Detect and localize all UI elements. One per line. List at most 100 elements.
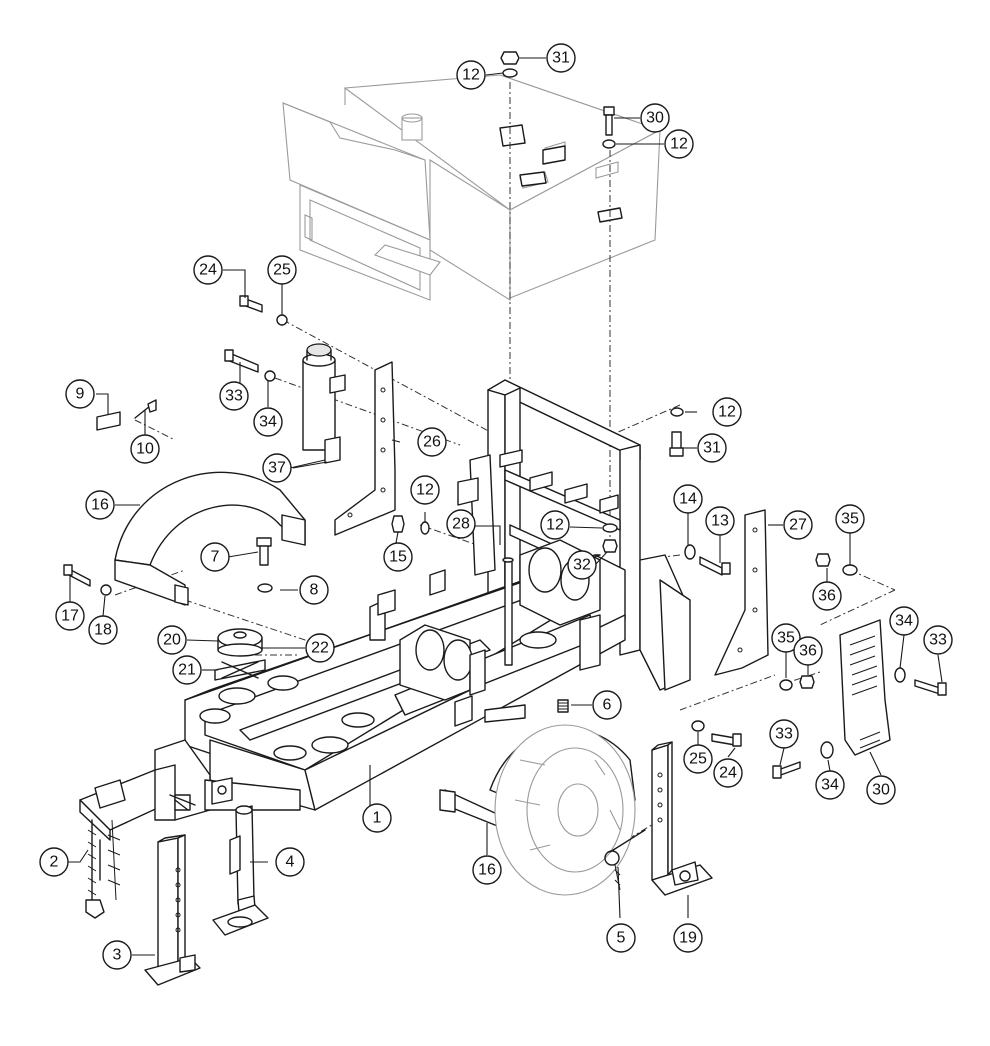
callout-34-right: 34: [889, 606, 919, 636]
svg-text:13: 13: [711, 513, 729, 530]
callout-19: 19: [673, 923, 703, 953]
callout-34-bottom: 34: [815, 770, 845, 800]
fasteners: [63, 51, 947, 779]
panel-27: [714, 509, 769, 676]
callout-16-right: 16: [472, 855, 502, 885]
callout-14: 14: [673, 484, 703, 514]
svg-text:25: 25: [273, 262, 291, 279]
callout-15: 15: [383, 542, 413, 572]
callout-10: 10: [130, 434, 160, 464]
safety-chain: [85, 819, 121, 919]
jack-stand-3: [144, 834, 201, 986]
callout-1: 1: [362, 803, 392, 833]
callout-31-center: 32: [567, 550, 597, 580]
wheel-assembly: [494, 724, 636, 896]
callout-6: 6: [592, 690, 622, 720]
callout-3: 3: [102, 940, 132, 970]
callout-27: 27: [783, 510, 813, 540]
callout-4: 4: [275, 847, 305, 877]
svg-text:33: 33: [225, 388, 243, 405]
cover-panel-32: [839, 619, 891, 756]
callout-31-top: 31: [546, 43, 576, 73]
callouts: 31 12 30 12 24 25 33 34 9 10 26 37 16 12…: [39, 43, 953, 970]
callout-25-top: 25: [267, 255, 297, 285]
callout-36-bottom: 36: [793, 636, 823, 666]
callout-30-right: 31: [697, 433, 727, 463]
svg-text:26: 26: [423, 434, 441, 451]
panel-26: [334, 361, 396, 536]
callout-12-top: 12: [456, 60, 486, 90]
callout-26: 26: [417, 427, 447, 457]
callout-32: 30: [866, 775, 896, 805]
svg-text:8: 8: [310, 582, 319, 599]
svg-text:34: 34: [259, 414, 277, 431]
svg-text:18: 18: [94, 622, 112, 639]
svg-text:36: 36: [818, 588, 836, 605]
svg-text:25: 25: [689, 751, 707, 768]
svg-text:33: 33: [775, 726, 793, 743]
fender-left: [114, 471, 306, 606]
callout-12-right: 12: [712, 397, 742, 427]
pad-and-bracket: [214, 628, 266, 681]
svg-text:20: 20: [163, 632, 181, 649]
light-tube-37: [302, 343, 346, 464]
callout-22: 22: [305, 633, 335, 663]
callout-7: 7: [200, 542, 230, 572]
plate-and-rivet: [96, 399, 157, 431]
callout-34-left: 34: [253, 407, 283, 437]
callout-24-bottom: 24: [713, 758, 743, 788]
svg-text:31: 31: [703, 440, 721, 457]
svg-text:34: 34: [895, 613, 913, 630]
callout-21: 21: [172, 655, 202, 685]
callout-37: 37: [262, 453, 292, 483]
callout-28: 28: [446, 509, 476, 539]
callout-12-mid: 12: [410, 475, 440, 505]
svg-text:2: 2: [50, 854, 59, 871]
callout-12-center: 12: [540, 510, 570, 540]
jack-stand-19: [651, 741, 713, 896]
svg-text:30: 30: [872, 782, 890, 799]
callout-30-top: 30: [640, 103, 670, 133]
svg-text:24: 24: [719, 765, 737, 782]
svg-text:12: 12: [546, 517, 564, 534]
svg-text:21: 21: [178, 662, 196, 679]
callout-33-bottom: 33: [769, 719, 799, 749]
callout-33-left: 33: [219, 381, 249, 411]
callout-20: 20: [157, 625, 187, 655]
svg-text:17: 17: [61, 608, 79, 625]
svg-text:32: 32: [573, 557, 591, 574]
svg-text:22: 22: [311, 640, 329, 657]
leader-lines: [62, 57, 943, 956]
svg-text:1: 1: [373, 810, 382, 827]
svg-text:12: 12: [670, 136, 688, 153]
svg-text:3: 3: [113, 947, 122, 964]
svg-text:16: 16: [478, 862, 496, 879]
svg-text:30: 30: [646, 110, 664, 127]
svg-text:28: 28: [452, 516, 470, 533]
callout-17: 17: [55, 601, 85, 631]
svg-text:24: 24: [199, 262, 217, 279]
callout-35-bottom: 35: [771, 623, 801, 653]
callout-18: 18: [88, 615, 118, 645]
callout-16-left: 16: [85, 490, 115, 520]
svg-text:12: 12: [718, 404, 736, 421]
callout-9: 9: [65, 379, 95, 409]
svg-text:33: 33: [929, 632, 947, 649]
trailer-tongue-hitch: [79, 739, 301, 841]
svg-text:31: 31: [552, 50, 570, 67]
callout-8: 8: [299, 575, 329, 605]
svg-text:36: 36: [799, 643, 817, 660]
svg-text:35: 35: [777, 630, 795, 647]
callout-13: 13: [705, 506, 735, 536]
svg-text:12: 12: [462, 67, 480, 84]
callout-24-top: 24: [193, 255, 223, 285]
svg-text:12: 12: [416, 482, 434, 499]
svg-text:10: 10: [136, 441, 154, 458]
svg-text:14: 14: [679, 491, 697, 508]
callout-33-right: 33: [923, 625, 953, 655]
svg-text:4: 4: [286, 854, 295, 871]
svg-text:34: 34: [821, 777, 839, 794]
svg-text:19: 19: [679, 930, 697, 947]
